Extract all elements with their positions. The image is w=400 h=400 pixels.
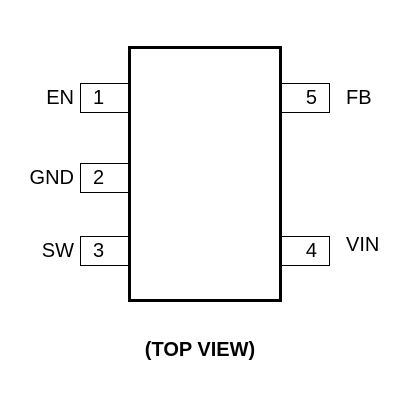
pin-1-number: 1 [93,87,105,109]
pin-2-lead: 2 [80,163,128,193]
pin-1-name: EN [46,87,74,109]
pin-4-number: 4 [305,240,317,262]
pin-2-number: 2 [93,167,105,189]
pin-3-lead: 3 [80,236,128,266]
pin-5-name: FB [346,87,372,109]
pin-2-name: GND [29,167,74,189]
view-caption: (TOP VIEW) [144,339,256,361]
pin-1-lead: 1 [80,83,128,113]
pin-4-name: VIN [346,234,380,256]
pin-3-number: 3 [93,240,105,262]
pin-5-number: 5 [305,87,317,109]
pin-3-name: SW [41,240,74,262]
pin-5-lead: 5 [282,83,330,113]
package-body [128,46,282,302]
pin-4-lead: 4 [282,236,330,266]
